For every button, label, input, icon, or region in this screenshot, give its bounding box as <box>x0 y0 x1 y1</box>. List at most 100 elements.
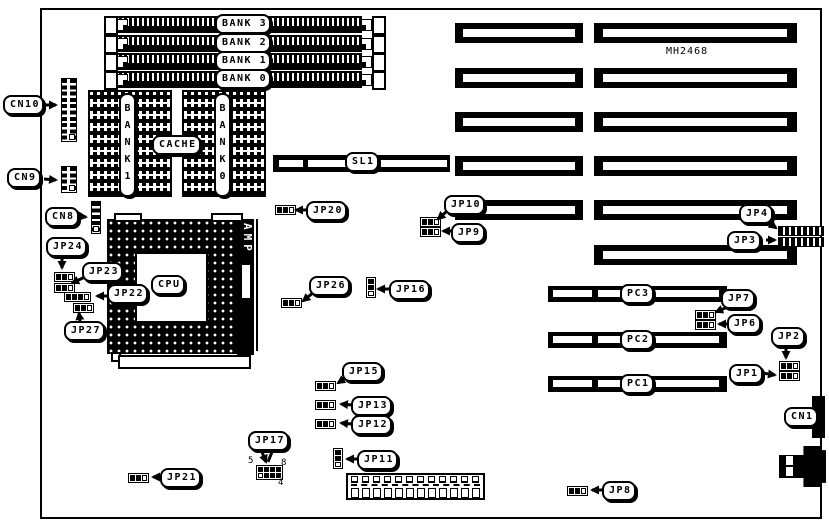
cn10-connector <box>61 78 77 142</box>
cn9-connector <box>61 166 77 193</box>
power-connector <box>346 473 485 500</box>
cn10-label: CN10 <box>3 95 45 115</box>
cn8-connector <box>91 201 101 234</box>
cpu-label: CPU <box>151 275 185 295</box>
cpu-socket-bottom-bar <box>118 355 251 369</box>
jp1-label: JP1 <box>729 364 763 384</box>
simm-latch-icon <box>117 74 128 86</box>
simm-endclip <box>372 35 386 54</box>
jp21-label: JP21 <box>160 468 202 488</box>
jumper-jp1 <box>779 371 800 381</box>
simm-endclip <box>372 71 386 90</box>
simm-latch-icon <box>117 38 128 50</box>
bank2-label: BANK 2 <box>215 33 272 53</box>
jp17-pin4-number: 4 <box>278 478 284 488</box>
jp2-label: JP2 <box>771 327 805 347</box>
jumper-jp3 <box>778 237 824 247</box>
cpu-socket-tab <box>114 213 142 222</box>
isa-slot-short <box>455 200 583 220</box>
jumper-jp9 <box>420 227 441 237</box>
cache-bank1-label: BANK1 <box>119 93 136 197</box>
power-pin-row-top <box>351 476 480 483</box>
jp22-label: JP22 <box>107 284 149 304</box>
isa-slot-short <box>455 156 583 176</box>
jumper-jp6 <box>695 320 716 330</box>
bank3-label: BANK 3 <box>215 14 272 34</box>
isa-slot-long <box>594 156 797 176</box>
jp17-pin8-number: 8 <box>281 458 287 468</box>
jp17-pin5-number: 5 <box>248 456 254 466</box>
simm-latch-icon <box>361 38 372 50</box>
simm-latch-icon <box>117 19 128 31</box>
jumper-jp26 <box>281 298 302 308</box>
power-pin-row-bottom <box>351 488 480 498</box>
bank1-label: BANK 1 <box>215 51 272 71</box>
simm-latch-icon <box>361 74 372 86</box>
simm-latch-icon <box>361 56 372 68</box>
jumper-jp12 <box>315 419 336 429</box>
jp7-label: JP7 <box>721 289 755 309</box>
simm-endclip <box>372 53 386 72</box>
jp27-label: JP27 <box>64 321 106 341</box>
cpu-socket-tab <box>211 213 243 222</box>
isa-slot-long <box>594 112 797 132</box>
simm-latch-icon <box>117 56 128 68</box>
jp9-label: JP9 <box>451 223 485 243</box>
simm-latch-icon <box>361 19 372 31</box>
jp23-label: JP23 <box>82 262 124 282</box>
cache-bank0-label: BANK0 <box>214 93 231 197</box>
jp13-label: JP13 <box>351 396 393 416</box>
jp8-label: JP8 <box>602 481 636 501</box>
isa-slot-short <box>455 23 583 43</box>
jp24-label: JP24 <box>46 237 88 257</box>
jumper-jp2 <box>779 361 800 371</box>
jp16-label: JP16 <box>389 280 431 300</box>
board-outline <box>40 8 822 519</box>
isa-slot-long <box>594 245 797 265</box>
cn9-label: CN9 <box>7 168 41 188</box>
simm-endclip <box>104 71 118 90</box>
cache-label: CACHE <box>152 135 201 155</box>
jp6-label: JP6 <box>727 314 761 334</box>
jumper-jp8 <box>567 486 588 496</box>
jumper-jp7 <box>695 310 716 320</box>
jumper-jp13 <box>315 400 336 410</box>
pc3-label: PC3 <box>620 284 654 304</box>
jp10-label: JP10 <box>444 195 486 215</box>
jp15-label: JP15 <box>342 362 384 382</box>
amp-slot-window <box>241 264 251 299</box>
jp12-label: JP12 <box>351 415 393 435</box>
cn1-label: CN1 <box>784 407 818 427</box>
jumper-jp24 <box>54 272 75 282</box>
simm-endclip <box>104 16 118 35</box>
simm-endclip <box>104 53 118 72</box>
jp3-label: JP3 <box>727 231 761 251</box>
simm-endclip <box>104 35 118 54</box>
jumper-jp10 <box>420 217 441 227</box>
bank0-label: BANK 0 <box>215 69 272 89</box>
pc1-label: PC1 <box>620 374 654 394</box>
isa-slot-long <box>594 23 797 43</box>
power-connector-divider <box>351 484 480 486</box>
jumper-jp11 <box>333 448 343 469</box>
isa-slot-short <box>455 112 583 132</box>
isa-slot-short <box>455 68 583 88</box>
jumper-jp20 <box>275 205 296 215</box>
jp26-label: JP26 <box>309 276 351 296</box>
simm-endclip <box>372 16 386 35</box>
jp20-label: JP20 <box>306 201 348 221</box>
jumper-jp4 <box>778 226 824 236</box>
jumper-jp16 <box>366 277 376 298</box>
jp4-label: JP4 <box>739 204 773 224</box>
isa-slot-long <box>594 68 797 88</box>
jumper-jp22 <box>64 292 91 302</box>
cn8-label: CN8 <box>45 207 79 227</box>
jp17-label: JP17 <box>248 431 290 451</box>
jumper-jp17 <box>256 465 283 480</box>
pc2-label: PC2 <box>620 330 654 350</box>
jumper-jp15 <box>315 381 336 391</box>
jp11-label: JP11 <box>357 450 399 470</box>
model-text: MH2468 <box>666 46 709 57</box>
jumper-jp27 <box>73 303 94 313</box>
